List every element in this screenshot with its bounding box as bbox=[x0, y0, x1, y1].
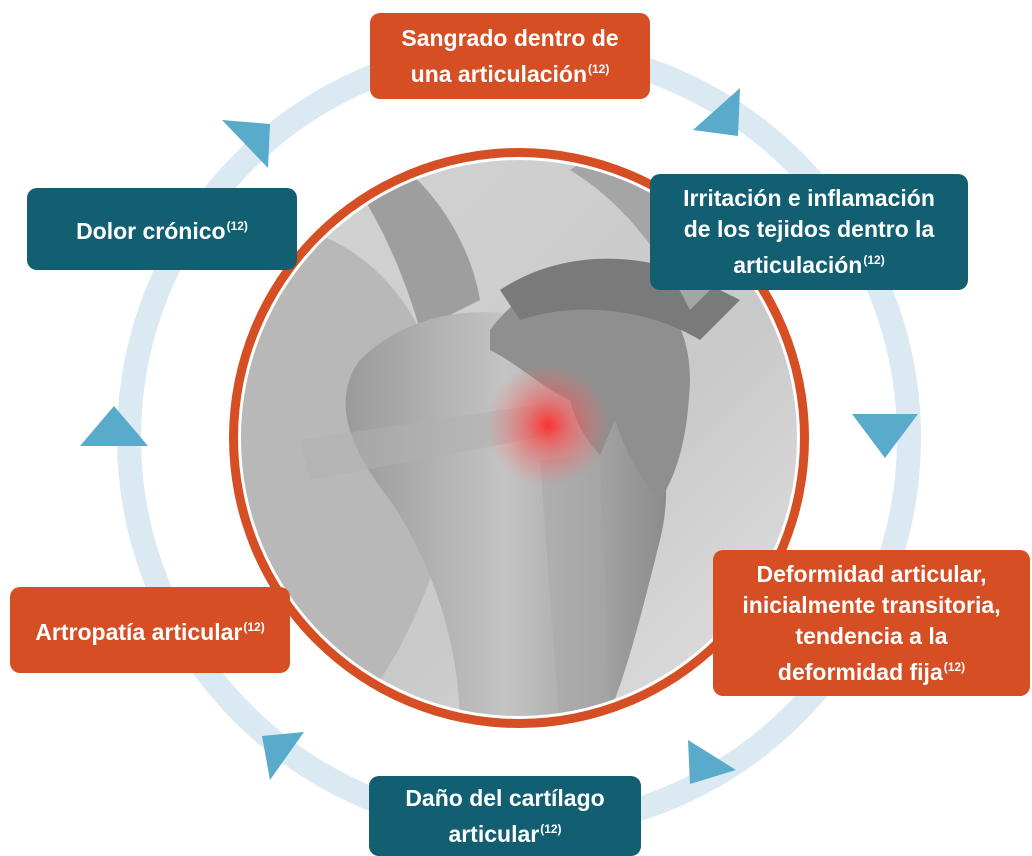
reference-marker: (12) bbox=[243, 620, 264, 634]
reference-marker: (12) bbox=[540, 822, 561, 836]
step-artropatia: Artropatía articular(12) bbox=[10, 587, 290, 673]
step-line: Deformidad articular, bbox=[756, 561, 986, 587]
step-line: Dolor crónico bbox=[76, 218, 226, 244]
step-line: Sangrado dentro de bbox=[401, 25, 618, 51]
reference-marker: (12) bbox=[944, 660, 965, 674]
step-text: Deformidad articular, inicialmente trans… bbox=[742, 559, 1000, 688]
step-line: deformidad fija bbox=[778, 659, 943, 685]
reference-marker: (12) bbox=[227, 219, 248, 233]
step-line: articular bbox=[448, 821, 539, 847]
step-text: Irritación e inflamación de los tejidos … bbox=[683, 183, 935, 281]
step-text: Dolor crónico(12) bbox=[76, 211, 248, 247]
step-dano-cartilago: Daño del cartílago articular(12) bbox=[369, 776, 641, 856]
step-line: inicialmente transitoria, bbox=[742, 592, 1000, 618]
step-irritacion: Irritación e inflamación de los tejidos … bbox=[650, 174, 968, 290]
step-sangrado: Sangrado dentro de una articulación(12) bbox=[370, 13, 650, 99]
reference-marker: (12) bbox=[588, 62, 609, 76]
step-line: Irritación e inflamación bbox=[683, 185, 935, 211]
step-line: Artropatía articular bbox=[35, 619, 242, 645]
step-line: articulación bbox=[733, 252, 862, 278]
step-text: Daño del cartílago articular(12) bbox=[405, 783, 604, 850]
step-deformidad: Deformidad articular, inicialmente trans… bbox=[713, 550, 1030, 696]
step-dolor: Dolor crónico(12) bbox=[27, 188, 297, 270]
step-text: Artropatía articular(12) bbox=[35, 612, 264, 648]
reference-marker: (12) bbox=[863, 253, 884, 267]
step-line: una articulación bbox=[411, 61, 587, 87]
step-line: Daño del cartílago bbox=[405, 785, 604, 811]
step-line: tendencia a la bbox=[795, 623, 947, 649]
step-text: Sangrado dentro de una articulación(12) bbox=[401, 23, 618, 90]
step-line: de los tejidos dentro la bbox=[684, 216, 934, 242]
